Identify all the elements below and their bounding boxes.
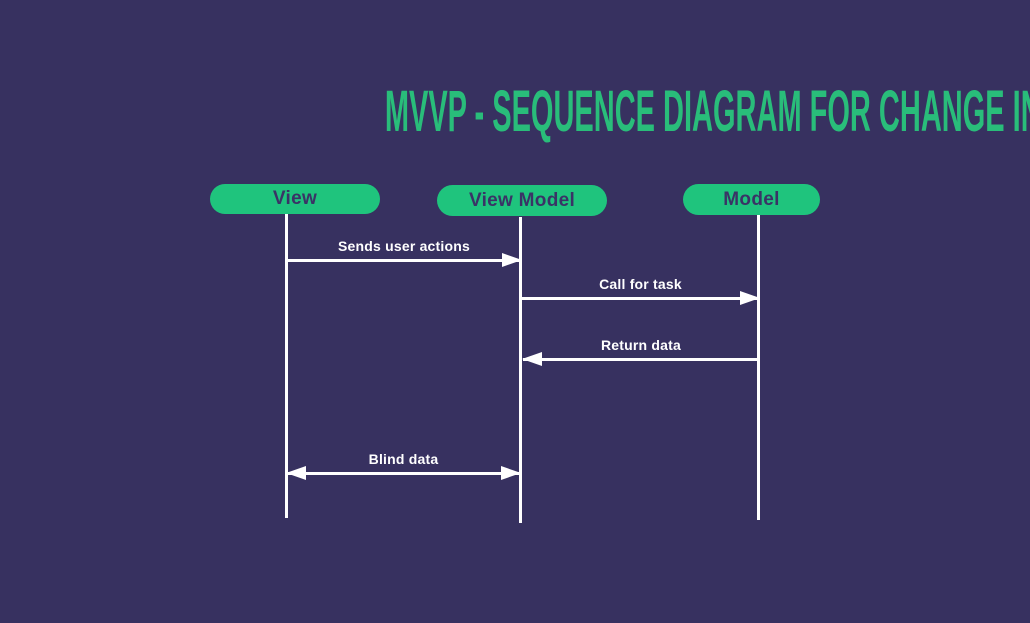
actor-model-label: Model	[723, 188, 780, 210]
actor-view-model-label: View Model	[468, 189, 576, 211]
message-sends-user-actions-label: Sends user actions	[338, 238, 470, 254]
actor-view-model: View Model	[437, 185, 607, 216]
message-line	[522, 297, 759, 300]
message-blind-data: Blind data	[286, 451, 521, 480]
message-sends-user-actions: Sends user actions	[287, 238, 522, 267]
message-call-for-task: Call for task	[522, 276, 760, 305]
lifeline-model	[757, 215, 760, 520]
arrowhead-left-icon	[286, 466, 306, 480]
arrowhead-right-icon	[502, 253, 522, 267]
actor-model: Model	[683, 184, 820, 215]
message-blind-data-label: Blind data	[368, 451, 439, 467]
diagram-title: MVVP - SEQUENCE DIAGRAM FOR CHANGE IN MO…	[0, 79, 1030, 144]
lifeline-view	[285, 214, 288, 518]
actor-view-label: View	[272, 188, 318, 209]
arrowhead-right-icon	[501, 466, 521, 480]
message-line	[523, 358, 759, 361]
arrowhead-left-icon	[522, 352, 542, 366]
arrowhead-right-icon	[740, 291, 760, 305]
message-line	[287, 472, 520, 475]
diagram-title-text: MVVP - SEQUENCE DIAGRAM FOR CHANGE IN MO…	[384, 79, 1030, 144]
actor-view: View	[210, 184, 380, 214]
message-line	[287, 259, 521, 262]
lifeline-view-model	[519, 217, 522, 523]
message-return-data: Return data	[522, 337, 759, 366]
message-return-data-label: Return data	[601, 337, 681, 353]
message-call-for-task-label: Call for task	[599, 276, 682, 292]
